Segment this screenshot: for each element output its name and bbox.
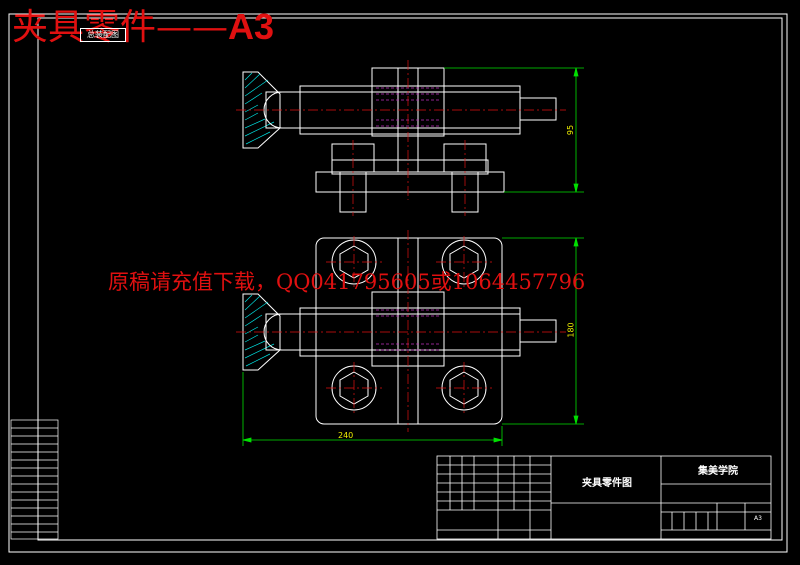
top-centerlines	[236, 230, 566, 432]
sheet-title-dash: ——	[156, 7, 229, 48]
top-tip	[520, 319, 557, 343]
watermark-text: 原稿请充值下载，QQ041795605或1064457796	[108, 270, 586, 294]
top-jaw-hatch	[244, 294, 275, 367]
side-strip-table	[10, 419, 59, 540]
dim-top-height: 180	[566, 322, 576, 338]
front-jaw-hatch	[244, 72, 275, 145]
top-view	[242, 237, 557, 425]
sheet-size: A3	[228, 6, 275, 47]
front-tip	[520, 97, 557, 121]
front-view	[242, 67, 557, 213]
dim-front-height: 95	[566, 124, 576, 136]
sheet-outer-border	[8, 13, 788, 553]
front-centerlines	[236, 60, 566, 216]
school-name: 集美学院	[698, 466, 738, 477]
assembly-tag: 总装配图	[80, 28, 126, 42]
drawing-name: 夹具零件图	[582, 478, 632, 489]
dimension-lines	[242, 67, 584, 446]
front-base	[315, 171, 505, 193]
top-base-plate	[315, 237, 503, 425]
sheet-code: A3	[754, 515, 762, 522]
title-block	[436, 455, 772, 540]
dim-overall-width: 240	[338, 431, 354, 440]
sheet-title: 夹具零件——A3	[12, 6, 274, 49]
sheet-inner-border	[37, 17, 783, 541]
